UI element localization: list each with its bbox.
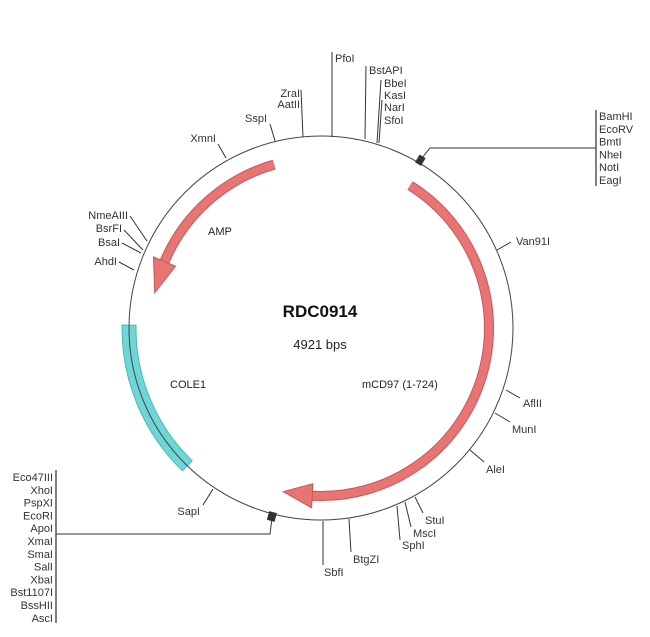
mcs-bottom-site: Bst1107I (10, 587, 53, 599)
amp-feature-arrowhead (152, 256, 177, 295)
site-label: KasI (384, 90, 406, 102)
mcs-bottom-leader (56, 517, 273, 535)
site-label: BtgZI (353, 554, 379, 566)
mcs-top-site: EagI (599, 175, 622, 187)
mcs-bottom-site: SalI (34, 562, 53, 574)
plasmid-size: 4921 bps (293, 337, 347, 352)
mcs-bottom-site: SmaI (27, 549, 53, 561)
site-label: AatII (277, 99, 300, 111)
site-tick (469, 449, 485, 463)
mcs-top-site: BmtI (599, 137, 622, 149)
mcs-top-leader (421, 147, 596, 159)
mcs-bottom-marker (266, 511, 277, 522)
site-label: BbeI (384, 78, 407, 90)
site-tick (118, 261, 135, 271)
site-tick (494, 412, 511, 423)
site-tick (404, 501, 412, 528)
site-label: SbfI (324, 567, 344, 579)
site-label: MunI (512, 424, 536, 436)
site-tick (269, 123, 276, 142)
backbone-circle (128, 135, 514, 521)
site-tick (129, 215, 148, 242)
mcd97-feature-body-fill (312, 182, 493, 500)
site-label: StuI (425, 515, 445, 527)
site-label: XmnI (190, 133, 216, 145)
site-label: Van91I (516, 236, 550, 248)
mcs-top-site: EcoRV (599, 124, 634, 136)
plasmid-name: RDC0914 (283, 302, 358, 321)
mcs-top-site: BamHI (599, 111, 633, 123)
site-label: AleI (486, 464, 505, 476)
site-label: SphI (402, 540, 425, 552)
mcs-bottom-site: XmaI (27, 536, 53, 548)
site-label: SfoI (384, 115, 404, 127)
mcs-bottom-site: AscI (32, 613, 53, 625)
mcs-bottom-site: Eco47III (13, 472, 53, 484)
mcs-top-site: NheI (599, 149, 622, 161)
feature-label-mcd97: mCD97 (1-724) (362, 379, 438, 391)
site-label: NmeAIII (88, 210, 128, 222)
site-label: NarI (384, 102, 405, 114)
mcs-top-site: NotI (599, 162, 619, 174)
site-label: PfoI (335, 53, 355, 65)
site-tick (123, 229, 144, 251)
site-tick (300, 89, 304, 138)
mcd97-feature-arrowhead (281, 483, 314, 509)
site-tick (396, 505, 401, 541)
site-label: ZraI (280, 88, 300, 100)
mcs-bottom-site: BssHII (21, 600, 53, 612)
site-tick (378, 99, 383, 144)
site-tick (217, 143, 227, 159)
mcs-bottom-site: ApoI (30, 523, 53, 535)
site-label: AflII (523, 398, 542, 410)
mcs-bottom-site: PspXI (24, 498, 53, 510)
feature-label-cole1: COLE1 (170, 379, 206, 391)
mcs-bottom-site: XhoI (30, 485, 53, 497)
site-tick (496, 241, 512, 251)
mcs-bottom-site: EcoRI (23, 510, 53, 522)
site-label: SspI (245, 113, 267, 125)
site-label: AhdI (94, 256, 117, 268)
mcs-bottom-site: XbaI (30, 574, 53, 586)
amp-feature-body (159, 159, 276, 264)
site-tick (348, 518, 352, 553)
site-label: BsrFI (96, 223, 122, 235)
site-label: MscI (413, 528, 436, 540)
site-label: BsaI (98, 237, 120, 249)
amp-feature-body-fill (160, 160, 276, 264)
site-tick (364, 65, 367, 140)
cole1-feature-fill (122, 325, 192, 471)
site-tick (505, 389, 521, 399)
site-tick (414, 496, 424, 514)
site-label: SapI (177, 506, 200, 518)
feature-label-amp: AMP (208, 226, 232, 238)
site-label: BstAPI (369, 65, 403, 77)
site-tick (202, 488, 214, 506)
site-tick (376, 79, 382, 144)
site-tick (121, 242, 142, 254)
